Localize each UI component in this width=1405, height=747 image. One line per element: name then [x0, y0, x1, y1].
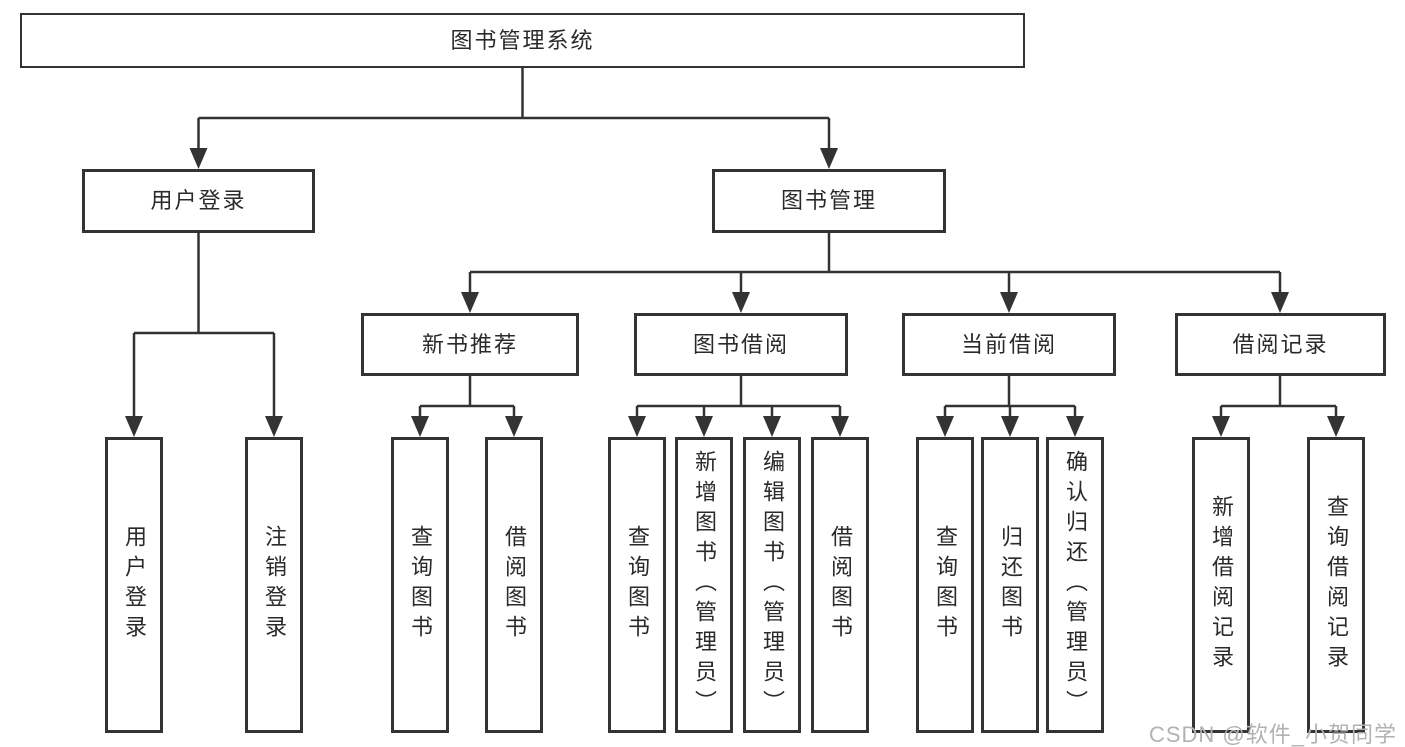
node-borrow-records: 借阅记录 — [1175, 313, 1386, 376]
leaf-query-books-recommend-label: 查询图书 — [408, 525, 433, 645]
node-user-login: 用户登录 — [82, 169, 315, 233]
node-user-login-label: 用户登录 — [150, 188, 247, 213]
leaf-logout-label: 注销登录 — [262, 525, 287, 645]
leaf-add-borrow-record: 新增借阅记录 — [1192, 437, 1250, 733]
leaf-return-books-label: 归还图书 — [998, 525, 1023, 645]
leaf-borrow-books-recommend: 借阅图书 — [485, 437, 543, 733]
leaf-query-books-recommend: 查询图书 — [391, 437, 449, 733]
node-book-borrow-label: 图书借阅 — [692, 331, 789, 357]
leaf-add-books-admin: 新增图书（管理员） — [675, 437, 733, 733]
leaf-borrow-books: 借阅图书 — [811, 437, 869, 733]
leaf-confirm-return-admin: 确认归还（管理员） — [1046, 437, 1104, 733]
leaf-confirm-return-admin-label: 确认归还（管理员） — [1063, 450, 1088, 720]
node-library-system: 图书管理系统 — [20, 13, 1025, 68]
leaf-user-login: 用户登录 — [105, 437, 163, 733]
node-current-borrow-label: 当前借阅 — [960, 331, 1057, 357]
leaf-query-borrow-record: 查询借阅记录 — [1307, 437, 1365, 733]
leaf-borrow-books-recommend-label: 借阅图书 — [502, 525, 527, 645]
leaf-query-borrow-record-label: 查询借阅记录 — [1324, 495, 1349, 675]
node-new-book-recommend: 新书推荐 — [361, 313, 579, 376]
leaf-query-books-borrow: 查询图书 — [608, 437, 666, 733]
leaf-user-login-label: 用户登录 — [122, 525, 147, 645]
watermark: CSDN @软件_小贺同学 — [1148, 722, 1397, 747]
leaf-edit-books-admin-label: 编辑图书（管理员） — [760, 450, 785, 720]
leaf-logout: 注销登录 — [245, 437, 303, 733]
leaf-add-books-admin-label: 新增图书（管理员） — [692, 450, 717, 720]
node-book-management: 图书管理 — [712, 169, 946, 233]
leaf-borrow-books-label: 借阅图书 — [828, 525, 853, 645]
leaf-return-books: 归还图书 — [981, 437, 1039, 733]
node-current-borrow: 当前借阅 — [902, 313, 1116, 376]
node-library-system-label: 图书管理系统 — [450, 27, 595, 53]
node-borrow-records-label: 借阅记录 — [1232, 331, 1329, 357]
leaf-edit-books-admin: 编辑图书（管理员） — [743, 437, 801, 733]
node-new-book-recommend-label: 新书推荐 — [421, 331, 518, 357]
node-book-borrow: 图书借阅 — [634, 313, 848, 376]
leaf-add-borrow-record-label: 新增借阅记录 — [1209, 495, 1234, 675]
leaf-query-books-current-label: 查询图书 — [933, 525, 958, 645]
node-book-management-label: 图书管理 — [780, 188, 877, 213]
leaf-query-books-current: 查询图书 — [916, 437, 974, 733]
leaf-query-books-borrow-label: 查询图书 — [625, 525, 650, 645]
